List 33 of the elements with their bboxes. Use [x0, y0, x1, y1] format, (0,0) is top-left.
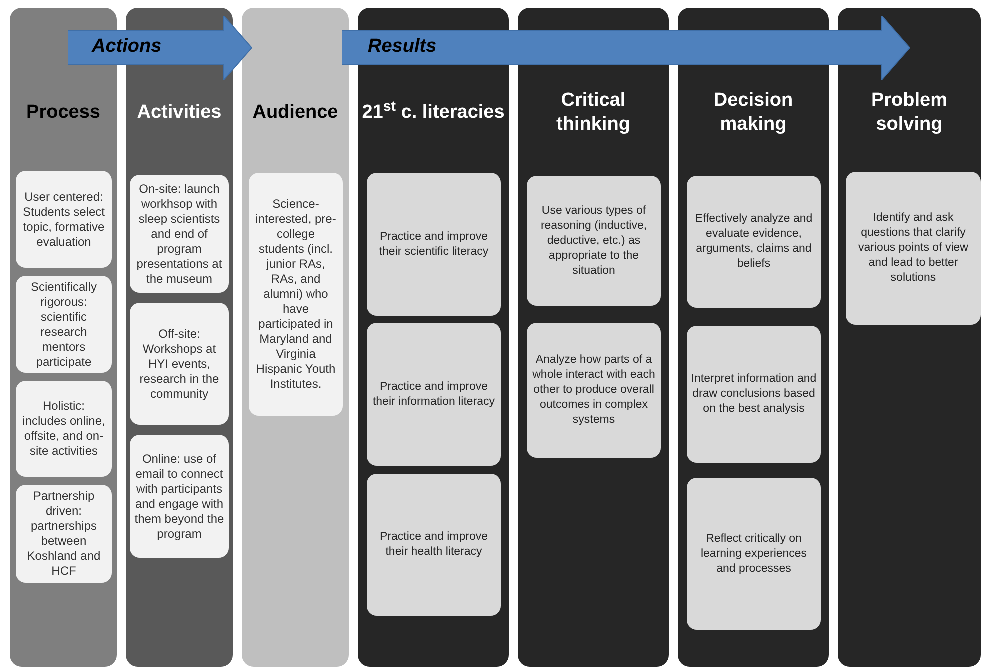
text-card: Practice and improve their information literacy — [367, 323, 501, 466]
text-card: Effectively analyze and evaluate evidence, arguments, claims and beliefs — [687, 176, 821, 308]
arrow-label: Actions — [92, 35, 162, 59]
column-panel — [838, 8, 981, 667]
text-card: Practice and improve their health literacy — [367, 474, 501, 616]
text-card: Online: use of email to connect with participants and engage with them beyond the program — [130, 435, 229, 558]
column-panel — [678, 8, 829, 667]
column-heading: Audience — [252, 101, 340, 125]
text-card: Off-site: Workshops at HYI events, research in the community — [130, 303, 229, 425]
text-card: Partnership driven: partnerships between Koshland and HCF — [16, 485, 112, 583]
column-panel — [358, 8, 509, 667]
column-heading: Process — [26, 101, 102, 125]
text-card: Analyze how parts of a whole interact with each other to produce overall outcomes in complex systems — [527, 323, 661, 458]
text-card: Interpret information and draw conclusions based on the best analysis — [687, 326, 821, 463]
column-heading: Critical thinking — [556, 89, 632, 137]
block-arrow — [68, 16, 252, 80]
column-heading: Problem solving — [870, 89, 949, 137]
column-panel — [518, 8, 669, 667]
text-card: Identify and ask questions that clarify various points of view and lead to better solutions — [846, 172, 981, 325]
text-card: User centered: Students select topic, formative evaluation — [16, 171, 112, 268]
arrow-label: Results — [368, 35, 437, 59]
text-card: Scientifically rigorous: scientific research mentors participate — [16, 276, 112, 373]
text-card: Use various types of reasoning (inductive, deductive, etc.) as appropriate to the situation — [527, 176, 661, 306]
column-panel — [242, 8, 349, 667]
column-heading: 21$^{st}$ c. literacies — [361, 101, 506, 125]
text-card: Science-interested, pre-college students (incl. junior RAs, RAs, and alumni) who have participated in Maryland and Virginia Hispanic Youth Institutes. — [249, 173, 343, 416]
text-card: Practice and improve their scientific literacy — [367, 173, 501, 316]
column-heading: Decision making — [712, 89, 794, 137]
text-card: Reflect critically on learning experiences and processes — [687, 478, 821, 630]
text-card: On-site: launch workhsop with sleep scientists and end of program presentations at the museum — [130, 175, 229, 293]
column-heading: Activities — [136, 101, 223, 125]
block-arrow — [342, 16, 910, 80]
text-card: Holistic: includes online, offsite, and on-site activities — [16, 381, 112, 477]
